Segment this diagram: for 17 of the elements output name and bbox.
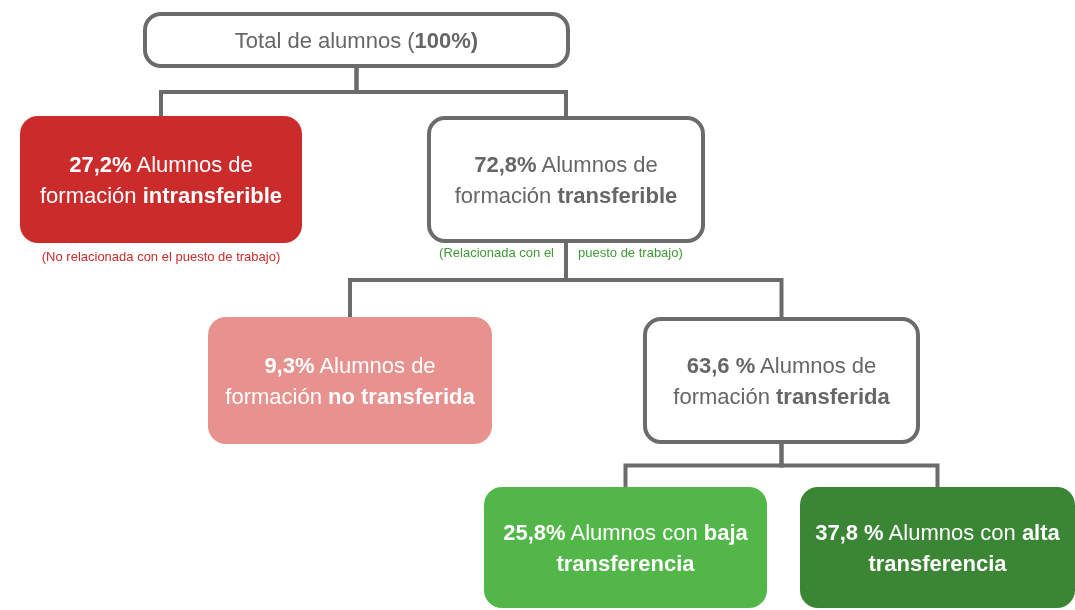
connector-line bbox=[354, 68, 568, 116]
box-text: 72,8% Alumnos de formación transferible bbox=[453, 150, 679, 210]
note-text: (Relacionada con el puesto de trabajo) bbox=[438, 245, 684, 260]
box-text: 37,8 % Alumnos con alta transferencia bbox=[814, 518, 1061, 578]
connector-line bbox=[779, 444, 940, 487]
note-text: (No relacionada con el puesto de trabajo) bbox=[41, 249, 281, 264]
category-box bbox=[800, 487, 1075, 608]
box-text: 27,2% Alumnos de formación intransferible bbox=[38, 150, 284, 210]
box-text: 63,6 % Alumnos de formación transferida bbox=[672, 351, 891, 411]
category-box bbox=[484, 487, 767, 608]
category-box bbox=[208, 317, 492, 444]
box-text: 9,3% Alumnos de formación no transferida bbox=[224, 351, 476, 411]
box-text: Total de alumnos (100%) bbox=[234, 26, 479, 55]
connector-line bbox=[564, 243, 784, 317]
root-box bbox=[143, 12, 570, 68]
box-text: 25,8% Alumnos con baja transferencia bbox=[502, 518, 749, 578]
category-box bbox=[643, 317, 920, 444]
